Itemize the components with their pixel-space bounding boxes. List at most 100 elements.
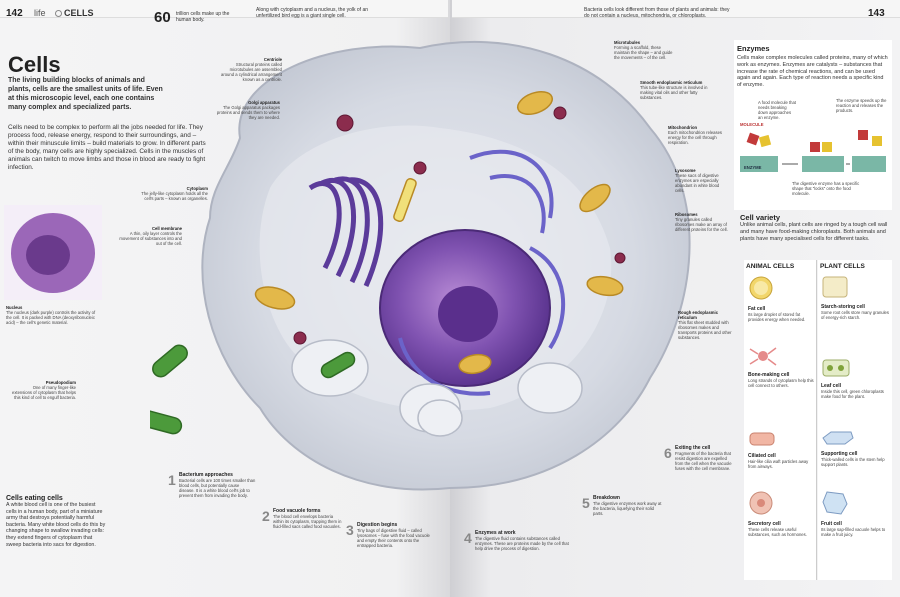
step-5-number: 5 (582, 495, 590, 511)
intro-lead: The living building blocks of animals an… (8, 77, 163, 111)
step-3: 3 Digestion begins Tiny bags of digestiv… (346, 522, 430, 548)
secretory-cell-title: Secretory cell (748, 521, 781, 527)
ciliated-cell-text: Hair-like cilia waft particles away from… (748, 459, 809, 469)
step-1: 1 Bacterium approaches Bacterial cells a… (168, 472, 256, 498)
secretory-cell-entry: Secretory cell These cells release usefu… (748, 490, 814, 537)
starch-cell-icon (822, 276, 848, 298)
secretory-cell-text: These cells release useful substances, s… (748, 527, 807, 537)
bone-cell-entry: Bone-making cell Long strands of cytopla… (748, 345, 814, 388)
fat-cell-entry: Fat cell Its large droplet of stored fat… (748, 275, 814, 322)
animal-cell-illustration (150, 41, 691, 491)
bone-cell-title: Bone-making cell (748, 372, 790, 378)
step-4-title: Enzymes at work (475, 530, 516, 536)
step-1-text: Bacterial cells are 100 times smaller th… (179, 478, 256, 498)
step-1-title: Bacterium approaches (179, 472, 233, 478)
fact-number: 60 (154, 9, 171, 26)
nucleolus-shape (438, 286, 498, 342)
step-2: 2 Food vacuole forms The blood cell enve… (262, 508, 342, 529)
page-title: Cells (8, 52, 61, 77)
enzymes-title: Enzymes (737, 44, 770, 53)
step-3-text: Tiny bags of digestive fluid – called ly… (357, 528, 430, 548)
animal-cells-heading: ANIMAL CELLS (746, 263, 795, 270)
starch-cell-title: Starch-storing cell (821, 304, 865, 310)
starch-cell-text: Some root cells store many granules of e… (821, 310, 889, 320)
eating-panel: Cells eating cells A white blood cell is… (6, 495, 106, 548)
lysosomes-group (293, 106, 626, 345)
step-5-title: Breakdown (593, 495, 620, 501)
fat-cell-title: Fat cell (748, 306, 766, 312)
step-4-number: 4 (464, 530, 472, 546)
molecule-tag: MOLECULE (740, 122, 764, 127)
ciliated-cell-icon (749, 432, 775, 446)
fruit-cell-entry: Fruit cell Its large sap-filled vacuole … (821, 490, 891, 537)
ciliated-cell-title: Ciliated cell (748, 453, 776, 459)
enzymes-text: Cells make complex molecules called prot… (737, 55, 888, 89)
fruit-cell-title: Fruit cell (821, 521, 842, 527)
fact-text-2: Along with cytoplasm and a nucleus, the … (256, 7, 369, 19)
leaf-cell-icon (822, 359, 850, 377)
animal-cells-column: ANIMAL CELLS (744, 260, 817, 580)
fruit-cell-icon (822, 491, 848, 515)
fruit-cell-text: Its large sap-filled vacuole helps to ma… (821, 527, 886, 537)
golgi-shape (308, 176, 384, 288)
step-6-title: Exiting the cell (675, 445, 711, 451)
step-2-title: Food vacuole forms (273, 508, 321, 514)
section-name: CELLS (64, 8, 94, 18)
step-3-number: 3 (346, 522, 354, 538)
right-page-number: 143 (868, 8, 885, 19)
header-bar-right (452, 0, 900, 18)
supporting-cell-entry: Supporting cell Thick-walled cells in th… (821, 430, 891, 467)
enzymes-note-2: The enzyme speeds up the reaction and re… (836, 98, 887, 113)
plant-cells-column: PLANT CELLS (818, 260, 892, 580)
enzymes-note-3: The digestive enzyme has a specific shap… (792, 181, 860, 196)
intro-body: Cells need to be complex to perform all … (8, 124, 206, 171)
enzymes-panel: Enzymes Cells make complex molecules cal… (734, 40, 892, 210)
variety-panel: Cell variety Unlike animal cells, plant … (740, 213, 892, 242)
section-word: life (34, 8, 46, 18)
bacteria-group (150, 344, 356, 435)
step-6: 6 Exiting the cell Fragments of the bact… (664, 445, 736, 471)
header-bar-left (0, 0, 448, 18)
supporting-cell-text: Thick-walled cells in the stem help supp… (821, 457, 885, 467)
step-3-title: Digestion begins (357, 522, 398, 528)
nucleus-micrograph (4, 205, 102, 300)
step-5-text: The digestive enzymes work away at the b… (593, 501, 662, 516)
variety-text: Unlike animal cells, plant cells are rin… (740, 222, 888, 242)
step-6-text: Fragments of the bacteria that resist di… (675, 451, 732, 471)
enzyme-diagram (740, 130, 886, 172)
bone-cell-icon (749, 347, 777, 366)
fat-cell-text: Its large droplet of stored fat provides… (748, 312, 806, 322)
secretory-cell-icon (749, 491, 773, 515)
step-4: 4 Enzymes at work The digestive fluid co… (464, 530, 576, 551)
ciliated-cell-entry: Ciliated cell Hair-like cilia waft parti… (748, 430, 814, 469)
step-4-text: The digestive fluid contains substances … (475, 536, 569, 551)
section-dot-icon (55, 10, 62, 17)
step-2-text: The blood cell envelops bacteria within … (273, 514, 342, 529)
starch-cell-entry: Starch-storing cell Some root cells stor… (821, 275, 891, 320)
supporting-cell-icon (822, 431, 854, 445)
supporting-cell-title: Supporting cell (821, 451, 858, 457)
step-1-number: 1 (168, 472, 176, 488)
step-6-number: 6 (664, 445, 672, 461)
plant-cells-heading: PLANT CELLS (820, 263, 865, 270)
eating-text: A white blood cell is one of the busiest… (6, 502, 106, 548)
variety-title: Cell variety (740, 213, 781, 222)
mitochondria-group (254, 91, 624, 375)
leaf-cell-title: Leaf cell (821, 383, 842, 389)
leaf-cell-text: Inside this cell, green chloroplasts mak… (821, 389, 884, 399)
rough-er-shape (398, 149, 566, 396)
enzymes-note-1: A food molecule that needs breaking down… (758, 100, 796, 120)
